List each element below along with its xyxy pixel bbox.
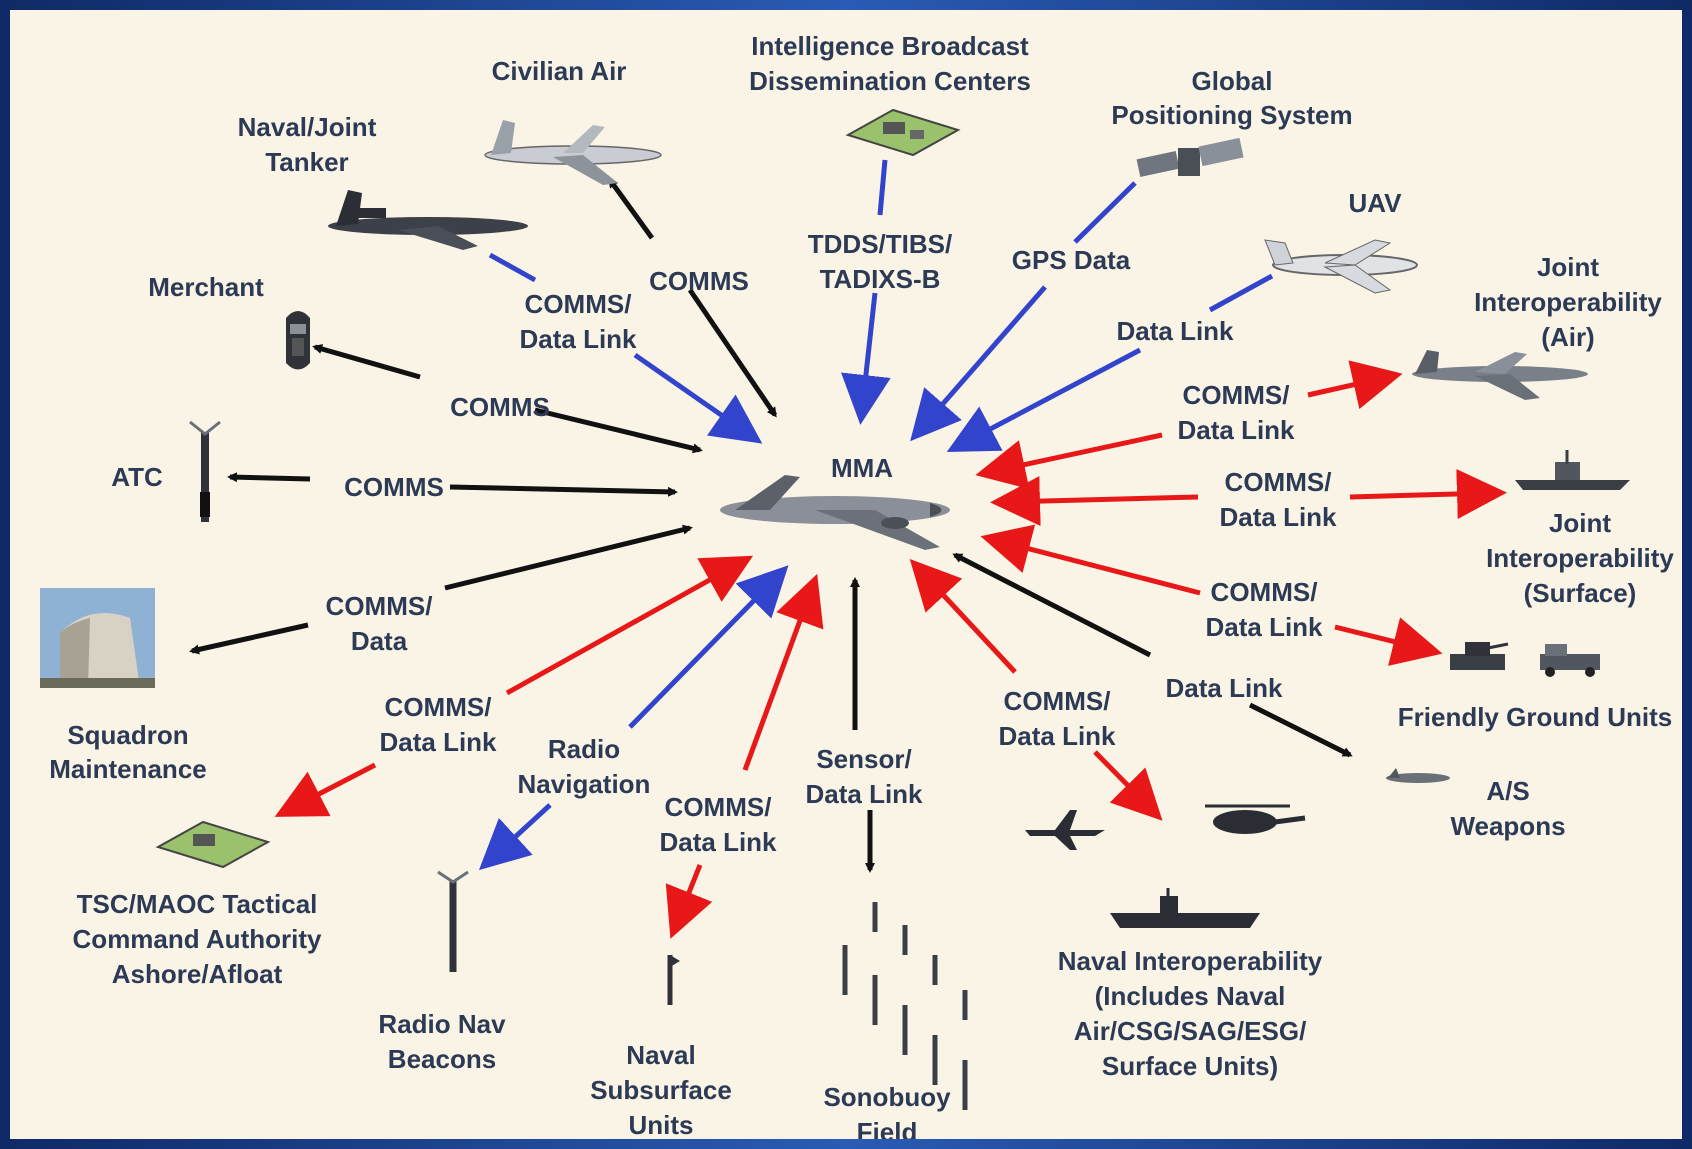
link-label-weapons: Data Link — [1165, 673, 1283, 703]
as-weapons-icon — [1386, 768, 1450, 783]
arrow-atc-comms-to-mma — [449, 484, 678, 497]
joint-air-aircraft-icon — [1412, 350, 1588, 400]
arrow-gps-to-mma — [910, 285, 1047, 442]
arrow-squadron-to-mma — [444, 524, 693, 591]
arrow-tanker-to-mma — [633, 352, 763, 444]
link-label-merchant: COMMS — [450, 392, 550, 422]
arrow-to-radio-beacons — [478, 803, 552, 871]
civilian-air-label: Civilian Air — [492, 56, 627, 86]
uav-label: UAV — [1349, 188, 1403, 218]
tanker-aircraft-icon — [328, 190, 528, 250]
arrow-comms-civil-to-mma — [687, 288, 778, 418]
arrow-gps-line — [1073, 181, 1137, 244]
arrow-to-naval-interop — [1093, 750, 1163, 821]
joint-surface-ship-icon — [1515, 450, 1630, 490]
arrow-naval-to-mma — [909, 559, 1017, 674]
link-label-comms-civil: COMMS — [649, 266, 749, 296]
icons — [40, 108, 1630, 1110]
arrow-comms-to-squadron — [189, 622, 309, 655]
link-label-atc: COMMS — [344, 472, 444, 502]
uav-icon — [1264, 239, 1418, 294]
radio-nav-beacon-icon — [437, 870, 469, 972]
arrow-comms-to-merchant — [312, 344, 421, 380]
merchant-label: Merchant — [148, 272, 264, 302]
civilian-air-icon — [484, 120, 662, 185]
arrow-to-friendly-ground — [1334, 617, 1443, 666]
arrow-uav-to-mma — [946, 347, 1142, 453]
arrow-uav-line — [1208, 273, 1274, 313]
arrow-tanker-line — [488, 252, 537, 283]
arrow-joint-surface-to-mma — [990, 476, 1199, 527]
link-label-sonobuoy: Sensor/Data Link — [805, 744, 923, 809]
arrow-tsc-to-mma — [505, 555, 754, 696]
arrow-comms-to-civilian-air — [607, 177, 655, 240]
atc-tower-icon — [189, 420, 221, 522]
friendly-ground-units-icon — [1450, 642, 1600, 677]
mma-aircraft-icon — [720, 475, 950, 550]
arrow-datalink-to-weapons — [1248, 702, 1353, 758]
link-label-tanker: COMMS/Data Link — [519, 289, 637, 354]
link-label-tdds: TDDS/TIBS/TADIXS-B — [808, 229, 952, 294]
mma-label: MMA — [831, 453, 893, 483]
arrow-merchant-comms-to-mma — [534, 407, 703, 454]
arrow-radionav-to-mma — [628, 565, 789, 729]
link-label-subsurface: COMMS/Data Link — [659, 792, 777, 857]
link-label-gps-data: GPS Data — [1012, 245, 1131, 275]
squadron-building-icon — [40, 588, 155, 688]
link-label-joint-air: COMMS/Data Link — [1177, 380, 1295, 445]
merchant-ship-icon — [286, 311, 310, 370]
link-label-naval: COMMS/Data Link — [998, 686, 1116, 751]
ibdc-icon — [845, 108, 961, 157]
gps-satellite-icon — [1136, 137, 1244, 177]
arrow-to-joint-surface — [1349, 468, 1507, 519]
arrow-to-subsurface — [665, 864, 713, 939]
sonobuoy-field-icon — [842, 902, 968, 1110]
naval-helicopter-icon — [1205, 804, 1306, 834]
link-label-ground: COMMS/Data Link — [1205, 577, 1323, 642]
link-label-tsc: COMMS/Data Link — [379, 692, 497, 757]
arrow-joint-air-to-mma — [975, 432, 1163, 490]
arrow-to-joint-air — [1307, 360, 1403, 410]
arrows — [189, 159, 1507, 939]
link-label-joint-surface: COMMS/Data Link — [1219, 467, 1337, 532]
mma-connectivity-diagram: MMA Civilian Air Intelligence BroadcastD… — [40, 31, 1674, 1147]
friendly-ground-label: Friendly Ground Units — [1398, 702, 1672, 732]
arrow-ground-to-mma — [980, 524, 1201, 596]
naval-subsurface-icon — [667, 955, 680, 1005]
arrow-subsurface-to-mma — [742, 573, 824, 771]
arrow-tdds-to-mma — [841, 292, 891, 425]
link-label-squadron: COMMS/Data — [326, 591, 433, 656]
aircraft-carrier-icon — [1110, 888, 1260, 928]
arrow-ibdc-line — [877, 159, 888, 216]
link-label-uav: Data Link — [1116, 316, 1234, 346]
atc-label: ATC — [111, 462, 163, 492]
tsc-icon — [155, 820, 271, 869]
arrow-comms-to-atc — [227, 472, 311, 483]
arrow-to-tsc — [274, 762, 377, 817]
naval-jet-icon — [1025, 810, 1105, 850]
